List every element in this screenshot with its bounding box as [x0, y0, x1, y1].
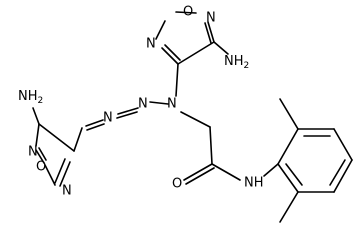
top-amino-group: NH2	[224, 54, 249, 71]
left-furazan-ring	[32, 107, 83, 187]
top-furazan-ring	[155, 11, 229, 65]
left-ring-nitrogen-upper: N	[28, 145, 38, 160]
top-ring-nitrogen-right: N	[206, 11, 216, 26]
central-nitrogen: N	[167, 97, 177, 112]
left-ring-oxygen: O	[36, 160, 46, 175]
top-amino-subscript: 2	[244, 61, 250, 71]
top-ring-oxygen: O	[183, 5, 193, 20]
azo-nitrogen-2: N	[103, 111, 113, 126]
dimethylphenyl-ring	[277, 98, 353, 223]
amide-nitrogen: NH	[244, 176, 264, 191]
left-amino-group: NH2	[18, 89, 43, 106]
left-amino-nh: NH	[18, 89, 38, 104]
carbonyl-oxygen: O	[172, 177, 182, 192]
molecule-structure: O N N NH2 NH2 N N N N O N O NH	[18, 5, 353, 223]
amide-chain	[183, 126, 279, 185]
top-amino-nh: NH	[224, 54, 244, 69]
azo-nitrogen-1: N	[138, 97, 148, 112]
top-ring-nitrogen-left: N	[146, 37, 156, 52]
molecule-diagram: O N N NH2 NH2 N N N N O N O NH	[18, 5, 353, 223]
left-amino-subscript: 2	[38, 96, 44, 106]
left-ring-nitrogen-lower: N	[62, 184, 72, 199]
central-bonds	[85, 63, 211, 131]
